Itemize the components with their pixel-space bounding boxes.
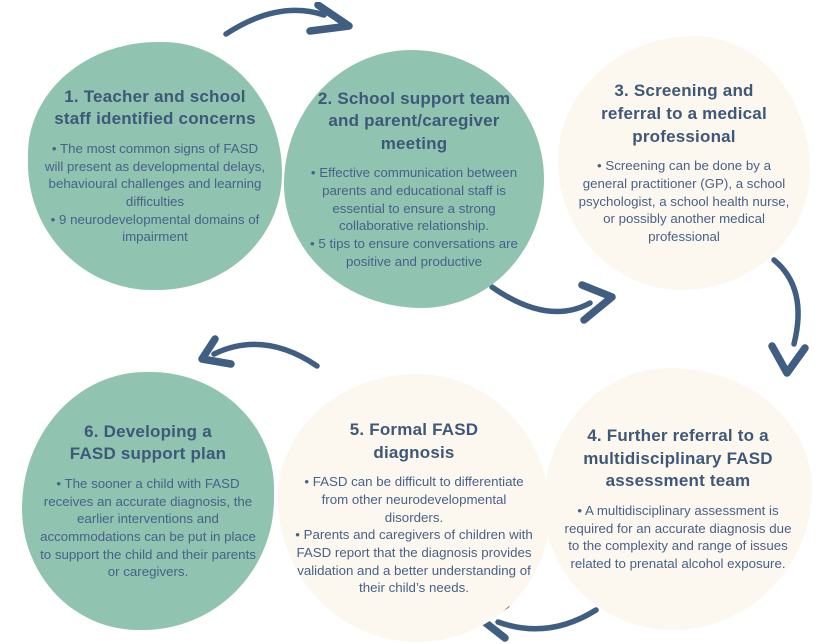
title-line: 6. Developing a [84,421,212,441]
title-line: diagnosis [373,442,455,462]
bullet-item: • A multidisciplinary assessment is requ… [564,503,792,572]
title-line: and parent/caregiver [328,111,500,131]
step-2-title: 2. School support team and parent/caregi… [318,88,510,156]
title-line: 1. Teacher and school [64,86,246,106]
bullet-item: • FASD can be difficult to differentiate… [304,474,524,525]
title-line: FASD support plan [69,444,227,464]
title-line: professional [632,126,736,146]
step-3-title: 3. Screening and referral to a medical p… [601,80,767,148]
bullet-item: • Screening can be done by a general pra… [578,158,790,244]
title-line: assessment team [605,471,751,491]
step-6-notes: • The sooner a child with FASD receives … [38,475,258,581]
title-line: 2. School support team [317,88,511,108]
step-5-blob: 5. Formal FASD diagnosis • FASD can be d… [278,374,550,642]
arrow-step5-to-step6-icon [198,335,320,369]
arrow-step2-to-step3-icon [489,281,616,324]
step-6-blob: 6. Developing a FASD support plan • The … [22,372,274,630]
step-2-blob: 2. School support team and parent/caregi… [284,50,544,308]
bullet-item: • Effective communication between parent… [310,165,518,234]
step-5-notes: • FASD can be difficult to differentiate… [294,473,534,597]
step-6-title: 6. Developing a FASD support plan [70,421,226,466]
arrow-step3-to-step4-icon [768,257,809,377]
step-3-notes: • Screening can be done by a general pra… [574,157,794,245]
step-1-notes: • The most common signs of FASD will pre… [44,140,266,246]
title-line: meeting [380,133,448,153]
title-line: 4. Further referral to a [587,426,769,446]
step-4-notes: • A multidisciplinary assessment is requ… [560,502,796,573]
step-1-blob: 1. Teacher and school staff identified c… [28,42,282,290]
bullet-item: • Parents and caregivers of children wit… [295,527,533,596]
title-line: referral to a medical [601,104,767,124]
bullet-item: • 9 neurodevelopmental domains of impair… [50,211,260,245]
step-5-title: 5. Formal FASD diagnosis [350,419,478,464]
bullet-item: • 5 tips to ensure conversations are pos… [310,236,518,269]
title-line: staff identified concerns [54,109,256,129]
bullet-item: • The most common signs of FASD will pre… [44,141,266,210]
bullet-item: • The sooner a child with FASD receives … [40,476,256,580]
step-3-blob: 3. Screening and referral to a medical p… [558,36,810,290]
step-2-notes: • Effective communication between parent… [300,164,528,270]
step-4-blob: 4. Further referral to a multidisciplina… [544,368,812,630]
step-4-title: 4. Further referral to a multidisciplina… [583,425,773,493]
title-line: 3. Screening and [614,81,754,101]
title-line: multidisciplinary FASD [583,448,773,468]
title-line: 5. Formal FASD [349,420,479,440]
arrow-step1-to-step2-icon [223,2,353,37]
step-1-title: 1. Teacher and school staff identified c… [54,86,255,131]
